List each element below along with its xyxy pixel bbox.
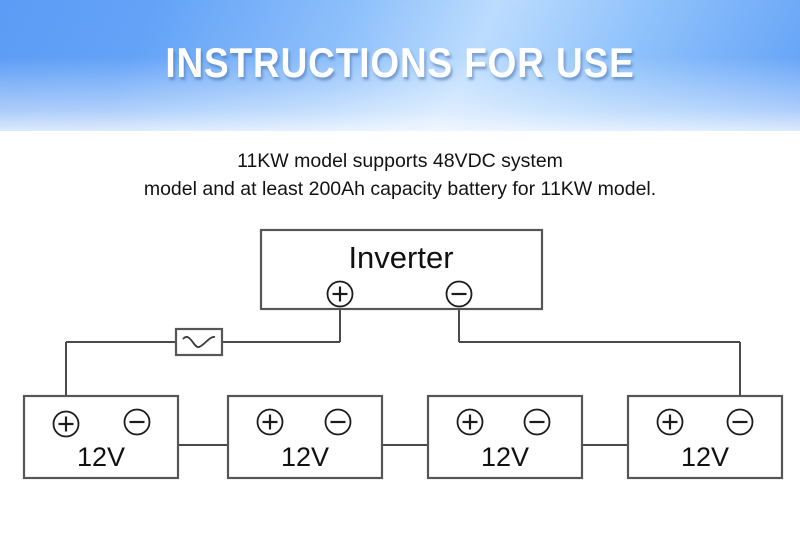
inverter-negative-terminal[interactable] [445,280,473,308]
battery-4[interactable]: 12V [626,394,784,480]
fuse-breaker[interactable] [174,327,224,357]
caption-line-1: 11KW model supports 48VDC system [237,150,563,172]
battery-label: 12V [281,442,329,472]
battery-positive-terminal[interactable] [256,408,284,436]
caption-line-2: model and at least 200Ah capacity batter… [143,178,657,200]
battery-negative-terminal[interactable] [324,408,352,436]
inverter-label: Inverter [348,240,453,275]
battery-label: 12V [77,442,125,472]
inverter-box [259,228,544,311]
battery-negative-terminal[interactable] [726,408,754,436]
battery-positive-terminal[interactable] [52,410,80,438]
battery-negative-terminal[interactable] [123,408,151,436]
battery-label: 12V [481,442,529,472]
fuse-wave-icon [182,336,216,348]
battery-label: 12V [681,442,729,472]
page-title: INSTRUCTIONS FOR USE [165,39,635,86]
battery-2[interactable]: 12V [226,394,384,480]
battery-positive-terminal[interactable] [456,408,484,436]
battery-negative-terminal[interactable] [523,408,551,436]
battery-3[interactable]: 12V [426,394,584,480]
inverter-positive-terminal[interactable] [326,280,354,308]
inverter-unit[interactable]: Inverter [259,228,544,311]
battery-box [426,394,584,480]
battery-box [22,394,180,480]
battery-1[interactable]: 12V [22,394,180,480]
fuse-box [174,327,224,357]
battery-positive-terminal[interactable] [656,408,684,436]
caption-text: 11KW model supports 48VDC system model a… [0,147,800,203]
battery-box [226,394,384,480]
battery-box [626,394,784,480]
